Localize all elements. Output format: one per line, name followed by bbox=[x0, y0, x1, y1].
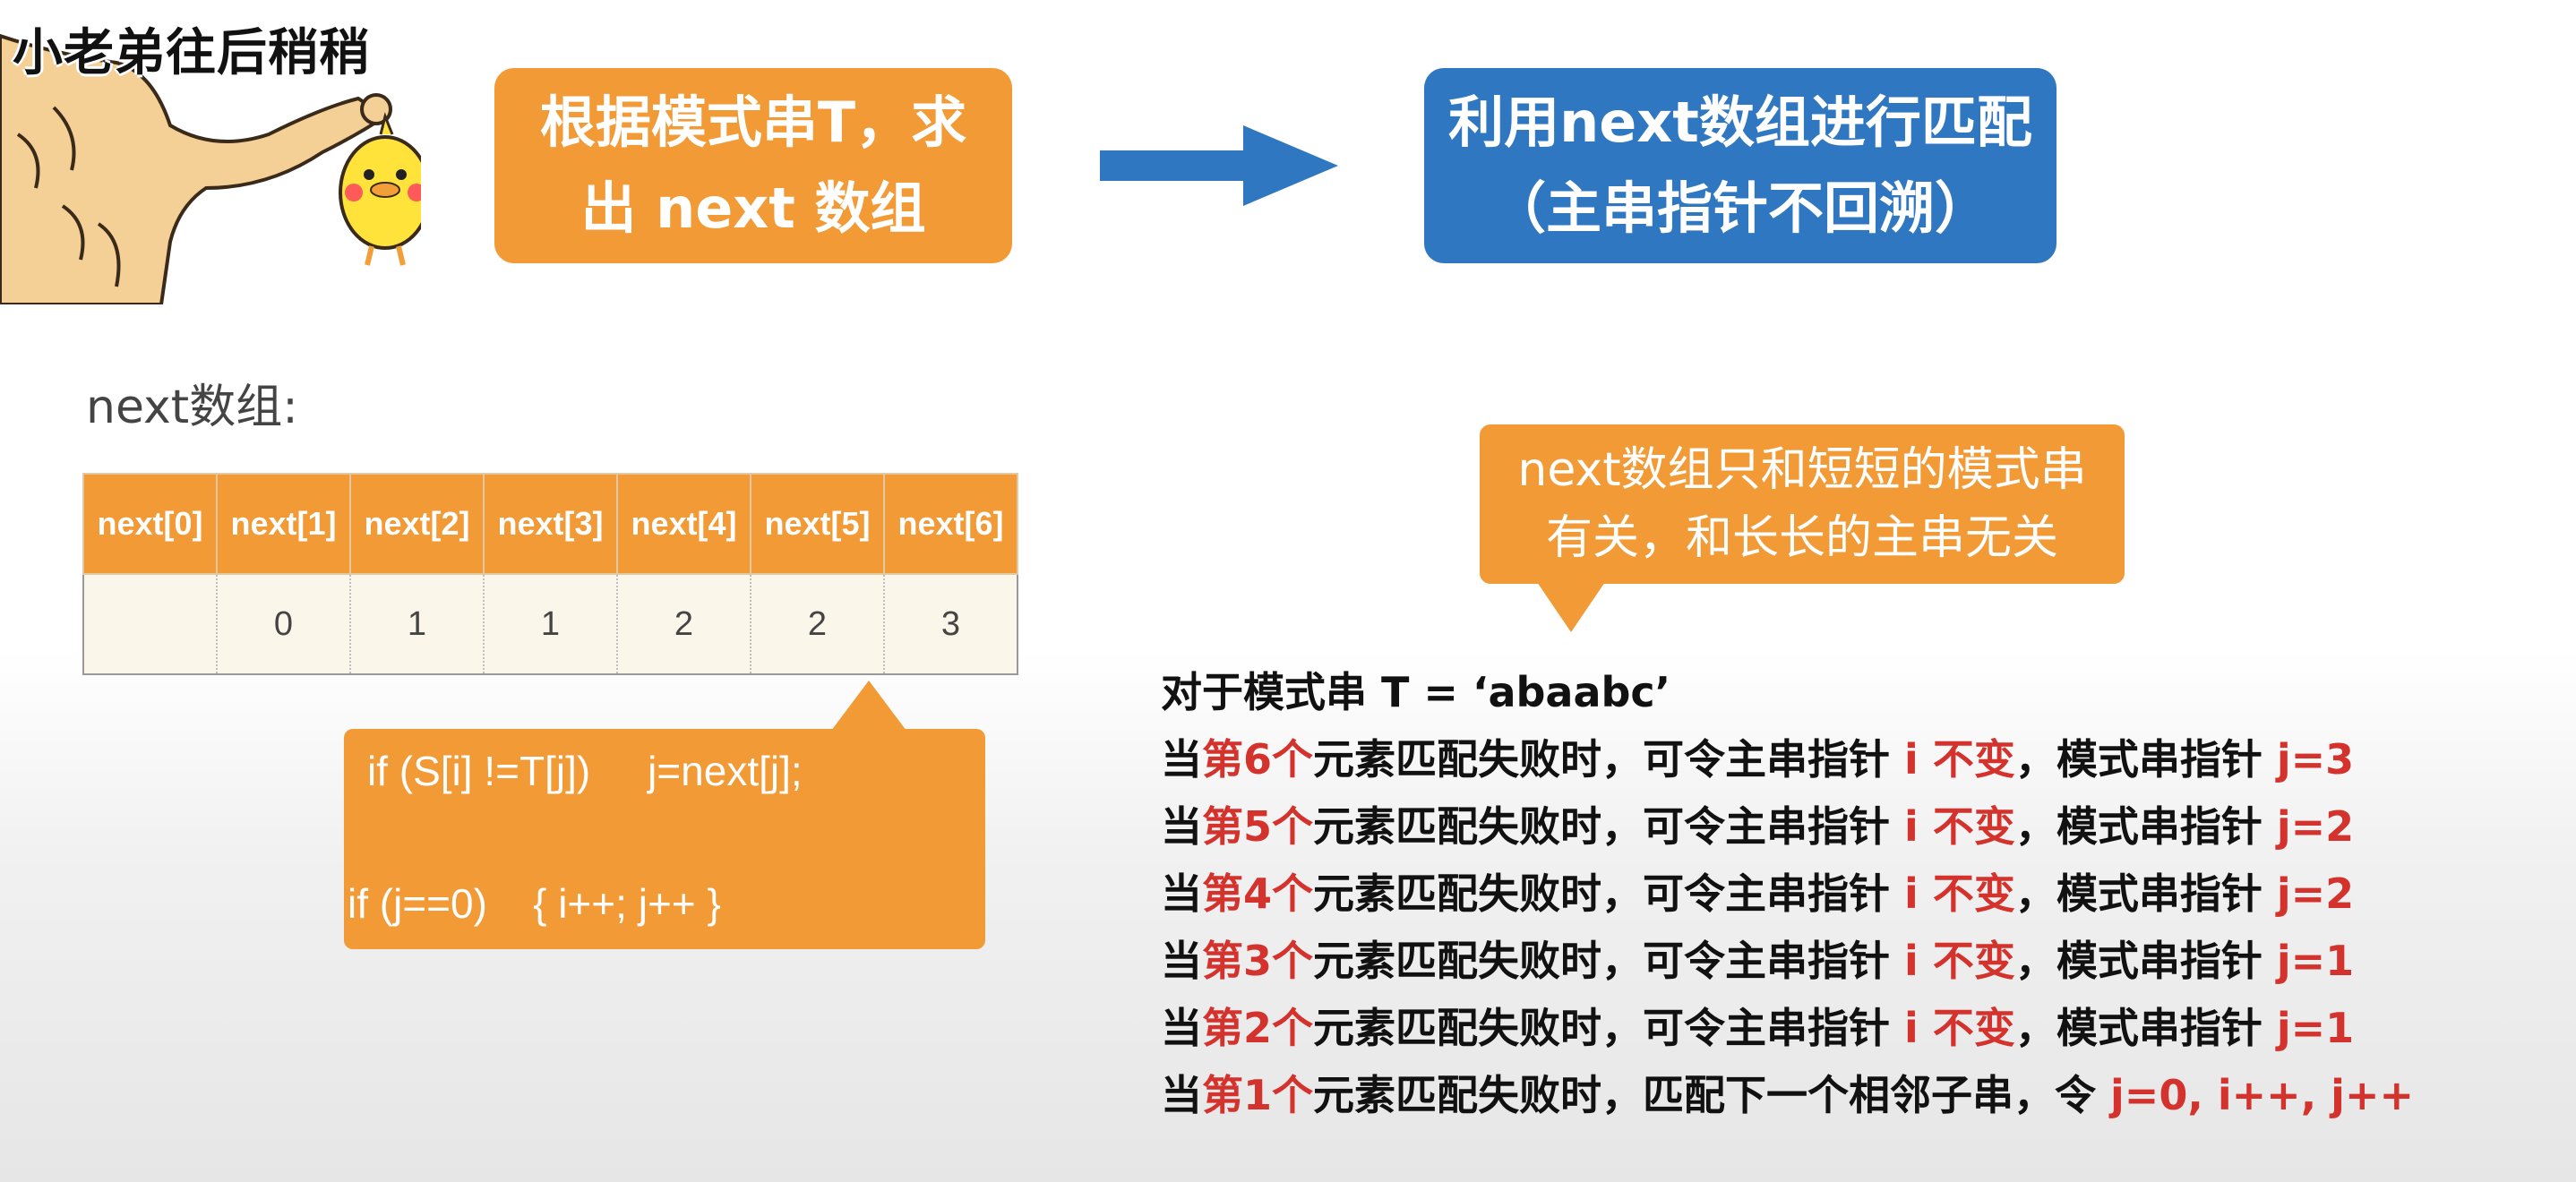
rule-prefix: 当 bbox=[1161, 1071, 1202, 1119]
next-header-cell: next[0] bbox=[82, 473, 218, 575]
next-value-cell: 2 bbox=[750, 573, 885, 675]
next-value-cell: 1 bbox=[483, 573, 618, 675]
rule-pattern-pointer: j=3 bbox=[2276, 735, 2355, 784]
next-array-header-row: next[0] next[1] next[2] next[3] next[4] … bbox=[82, 473, 1018, 575]
next-value-cell: 3 bbox=[883, 573, 1018, 675]
next-value-cell: 2 bbox=[616, 573, 751, 675]
note-line2: 有关，和长长的主串无关 bbox=[1545, 511, 2058, 565]
step-compute-next-line2: 出 next 数组 bbox=[580, 176, 926, 241]
rule-text: 元素匹配失败时，可令主串指针 bbox=[1313, 869, 1905, 918]
code-line-j-zero: if (j==0) { i++; j++ } bbox=[348, 880, 721, 927]
note-callout-pointer bbox=[1537, 582, 1605, 632]
meme-illustration bbox=[0, 0, 421, 304]
meme-caption: 小老弟往后稍稍 bbox=[13, 24, 370, 82]
step-match-line2: （主串指针不回溯） bbox=[1490, 176, 1990, 241]
rule-pattern-pointer: j=1 bbox=[2276, 1004, 2355, 1052]
rule-text: ，模式串指针 bbox=[2014, 802, 2277, 851]
mismatch-rules: 对于模式串 T = ‘abaabc’ 当第6个元素匹配失败时，可令主串指针 i … bbox=[1161, 659, 2414, 1129]
rule-text: ，模式串指针 bbox=[2014, 735, 2277, 784]
next-header-cell: next[4] bbox=[616, 473, 751, 575]
rule-text: 元素匹配失败时，可令主串指针 bbox=[1313, 802, 1905, 851]
rule-text: 元素匹配失败时，可令主串指针 bbox=[1313, 735, 1905, 784]
next-value-cell bbox=[82, 573, 218, 675]
step-compute-next-box: 根据模式串T，求 出 next 数组 bbox=[494, 68, 1012, 263]
code-callout: if (S[i] !=T[j]) j=next[j]; if (j==0) { … bbox=[344, 729, 985, 949]
note-callout: next数组只和短短的模式串 有关，和长长的主串无关 bbox=[1480, 424, 2125, 584]
rule-prefix: 当 bbox=[1161, 937, 1202, 985]
rule-text: ，模式串指针 bbox=[2014, 869, 2277, 918]
step-match-line1: 利用next数组进行匹配 bbox=[1448, 90, 2032, 155]
rule-line: 当第5个元素匹配失败时，可令主串指针 i 不变，模式串指针 j=2 bbox=[1161, 793, 2414, 861]
code-callout-pointer bbox=[831, 681, 906, 731]
rule-text: ，模式串指针 bbox=[2014, 1004, 2277, 1052]
rule-prefix: 当 bbox=[1161, 869, 1202, 918]
rule-prefix: 当 bbox=[1161, 802, 1202, 851]
rule-main-pointer: i 不变 bbox=[1904, 735, 2015, 784]
right-arrow-icon bbox=[1100, 125, 1338, 206]
rule-line: 当第3个元素匹配失败时，可令主串指针 i 不变，模式串指针 j=1 bbox=[1161, 928, 2414, 995]
rule-text: 元素匹配失败时，匹配下一个相邻子串，令 bbox=[1313, 1071, 2111, 1119]
next-array-table: next[0] next[1] next[2] next[3] next[4] … bbox=[82, 473, 1018, 675]
rule-main-pointer: i 不变 bbox=[1904, 869, 2015, 918]
rule-line: 当第6个元素匹配失败时，可令主串指针 i 不变，模式串指针 j=3 bbox=[1161, 726, 2414, 793]
rule-line: 当第4个元素匹配失败时，可令主串指针 i 不变，模式串指针 j=2 bbox=[1161, 861, 2414, 928]
rule-main-pointer: j=0, i++, j++ bbox=[2110, 1071, 2415, 1119]
rule-line: 当第2个元素匹配失败时，可令主串指针 i 不变，模式串指针 j=1 bbox=[1161, 995, 2414, 1062]
next-header-cell: next[6] bbox=[883, 473, 1018, 575]
rules-title: 对于模式串 T = ‘abaabc’ bbox=[1161, 668, 1671, 716]
next-array-title: next数组: bbox=[86, 381, 298, 434]
next-header-cell: next[3] bbox=[483, 473, 618, 575]
note-line1: next数组只和短短的模式串 bbox=[1517, 443, 2087, 497]
rule-prefix: 当 bbox=[1161, 1004, 1202, 1052]
next-header-cell: next[5] bbox=[750, 473, 885, 575]
rule-position: 第2个 bbox=[1202, 1004, 1314, 1052]
rule-position: 第1个 bbox=[1202, 1071, 1314, 1119]
next-value-cell: 0 bbox=[216, 573, 351, 675]
rule-line: 当第1个元素匹配失败时，匹配下一个相邻子串，令 j=0, i++, j++ bbox=[1161, 1062, 2414, 1129]
step-match-box: 利用next数组进行匹配 （主串指针不回溯） bbox=[1424, 68, 2057, 263]
rule-position: 第6个 bbox=[1202, 735, 1314, 784]
next-value-cell: 1 bbox=[349, 573, 485, 675]
rule-main-pointer: i 不变 bbox=[1904, 1004, 2015, 1052]
rule-prefix: 当 bbox=[1161, 735, 1202, 784]
rule-main-pointer: i 不变 bbox=[1904, 802, 2015, 851]
rule-text: 元素匹配失败时，可令主串指针 bbox=[1313, 937, 1905, 985]
next-array-value-row: 0 1 1 2 2 3 bbox=[82, 573, 1018, 675]
next-header-cell: next[1] bbox=[216, 473, 351, 575]
next-header-cell: next[2] bbox=[349, 473, 485, 575]
rule-text: ，模式串指针 bbox=[2014, 937, 2277, 985]
rule-position: 第5个 bbox=[1202, 802, 1314, 851]
rule-pattern-pointer: j=1 bbox=[2276, 937, 2355, 985]
step-compute-next-line1: 根据模式串T，求 bbox=[539, 90, 967, 155]
rule-position: 第3个 bbox=[1202, 937, 1314, 985]
rule-main-pointer: i 不变 bbox=[1904, 937, 2015, 985]
rule-pattern-pointer: j=2 bbox=[2276, 869, 2355, 918]
rule-position: 第4个 bbox=[1202, 869, 1314, 918]
rule-text: 元素匹配失败时，可令主串指针 bbox=[1313, 1004, 1905, 1052]
code-line-mismatch: if (S[i] !=T[j]) j=next[j]; bbox=[367, 748, 803, 794]
rule-pattern-pointer: j=2 bbox=[2276, 802, 2355, 851]
